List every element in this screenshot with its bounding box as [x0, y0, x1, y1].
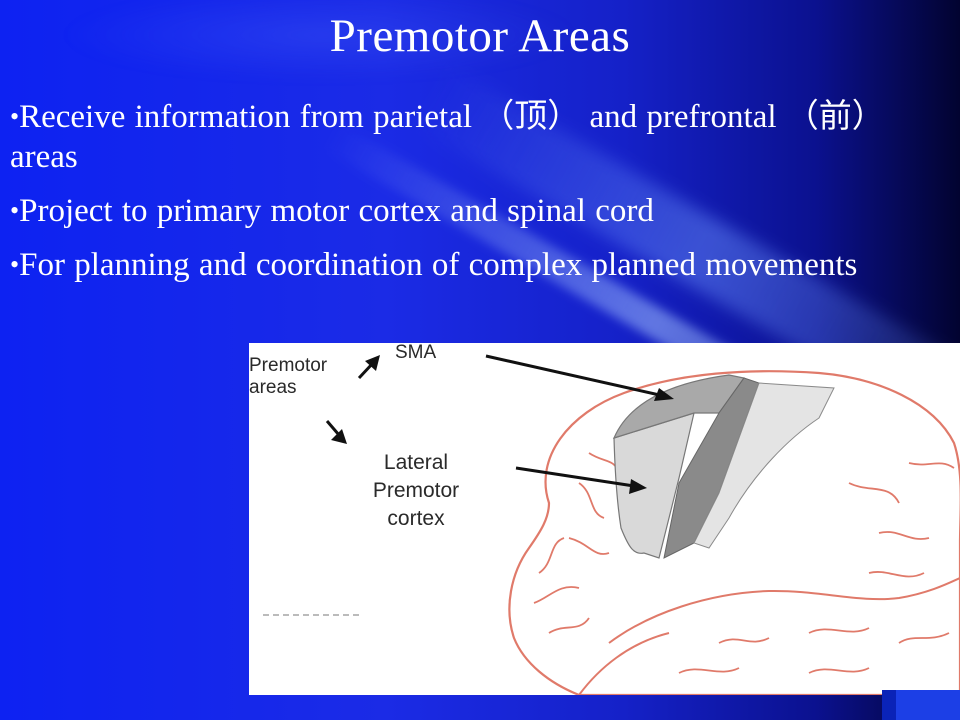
somatosensory-strip: [693, 382, 835, 549]
sma-label: SMA: [395, 343, 437, 363]
right-arrow-icon: [515, 466, 647, 494]
gyrus-line: [578, 632, 670, 695]
bullet-marker: •: [10, 250, 20, 279]
gyri-bottom: [678, 627, 950, 674]
right-arrow-icon: [485, 354, 674, 401]
bullet-item: •Receive information from parietal （顶） a…: [10, 97, 910, 177]
up-right-arrow-icon: [357, 355, 380, 380]
brain-illustration: [263, 354, 960, 695]
bullet-item: •Project to primary motor cortex and spi…: [10, 191, 910, 231]
lateral-label-line: Lateral: [383, 451, 449, 474]
bullet-text: For planning and coordination of complex…: [19, 247, 858, 283]
bullet-text: Project to primary motor cortex and spin…: [19, 193, 654, 229]
lateral-label-line: cortex: [387, 507, 445, 530]
lateral-label-line: Premotor: [372, 479, 460, 502]
bullet-text: Receive information from parietal （顶） an…: [10, 99, 885, 175]
bullet-marker: •: [10, 102, 20, 131]
gyri-right: [848, 462, 955, 578]
slide-corner-decoration: [882, 690, 960, 720]
premotor-label: Premotor areas: [249, 355, 328, 398]
temporal-fold: [608, 577, 960, 644]
lateral-premotor-region: [613, 412, 695, 559]
brain-diagram: Premotor areas SMA Lateral Premotor cort…: [249, 343, 960, 695]
bullet-marker: •: [10, 196, 20, 225]
bullet-item: •For planning and coordination of comple…: [10, 245, 910, 285]
slide-title: Premotor Areas: [329, 10, 631, 62]
gyri-left: [533, 452, 620, 634]
down-right-arrow-icon: [325, 420, 347, 444]
bullet-list: •Receive information from parietal （顶） a…: [10, 97, 910, 299]
lateral-premotor-label: Lateral Premotor cortex: [361, 449, 471, 533]
